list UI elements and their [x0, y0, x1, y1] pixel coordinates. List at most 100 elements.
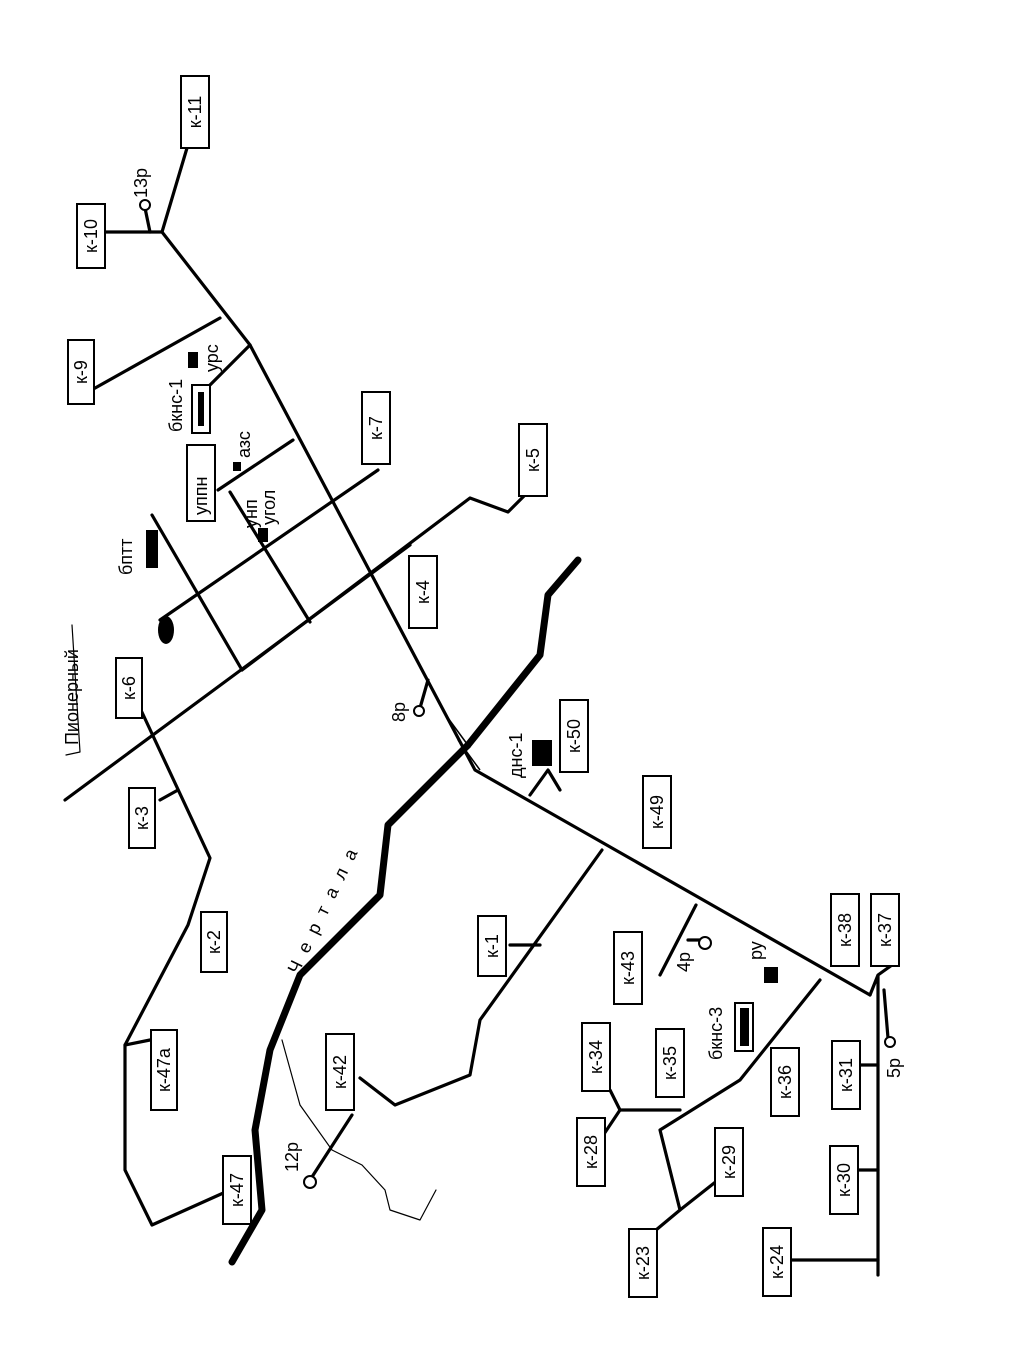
point-13p-label: 13р — [131, 168, 151, 198]
point-12p-marker — [303, 1175, 317, 1189]
pipeline-k42 — [308, 1113, 354, 1182]
svg-text:к-35: к-35 — [660, 1046, 680, 1080]
well-k5: к-5 — [518, 423, 548, 497]
pipeline-dns1 — [528, 768, 562, 797]
well-k10: к-10 — [76, 203, 106, 269]
urs-marker — [188, 352, 198, 368]
azs-label: азс — [234, 431, 254, 458]
point-8p-label: 8р — [389, 702, 409, 722]
point-4p-label: 4р — [674, 952, 694, 972]
well-k43: к-43 — [613, 931, 643, 1005]
svg-text:к-6: к-6 — [119, 676, 139, 700]
pipeline-13p — [143, 206, 152, 234]
pipeline-k1 — [358, 848, 604, 1107]
well-k6: к-6 — [115, 657, 143, 719]
pipeline-uppn — [216, 438, 295, 492]
main-pipeline — [160, 230, 872, 997]
point-5p-marker — [884, 1036, 896, 1048]
svg-text:к-1: к-1 — [482, 934, 502, 958]
road-a — [228, 490, 312, 624]
pipeline-east — [868, 963, 894, 1277]
bkns3-inner — [740, 1008, 749, 1046]
well-k28: к-28 — [576, 1117, 606, 1187]
pipeline-k11 — [160, 146, 189, 234]
pipeline-5p — [882, 988, 890, 1040]
dns1-marker — [532, 740, 552, 766]
stream — [281, 1039, 437, 1221]
well-k47a: к-47а — [150, 1029, 178, 1111]
well-k1: к-1 — [477, 915, 507, 977]
urs-label: урс — [202, 344, 222, 372]
crossing-mark-1 — [447, 717, 471, 749]
ru-marker — [764, 967, 778, 983]
well-k37: к-37 — [870, 893, 900, 967]
uppn-box — [186, 444, 216, 522]
bkns1-inner — [198, 392, 204, 426]
svg-text:к-50: к-50 — [564, 719, 584, 753]
azs-marker — [233, 462, 241, 471]
well-k49: к-49 — [642, 775, 672, 849]
svg-text:к-11: к-11 — [185, 96, 205, 129]
bptt-marker — [146, 530, 158, 568]
pipeline-k3 — [158, 788, 180, 802]
pipeline-k43 — [658, 903, 698, 977]
pipeline-south — [648, 978, 822, 1237]
svg-text:к-36: к-36 — [775, 1065, 795, 1099]
pipeline-k47a — [123, 1038, 152, 1047]
unp-label: унп — [241, 499, 261, 528]
pipeline-urs — [208, 343, 252, 387]
svg-text:к-2: к-2 — [204, 930, 224, 954]
svg-text:к-43: к-43 — [618, 951, 638, 985]
unp-marker — [258, 528, 268, 542]
well-k23: к-23 — [628, 1228, 658, 1298]
dns1-label: днс-1 — [506, 733, 526, 778]
svg-text:к-24: к-24 — [767, 1245, 787, 1279]
svg-text:к-42: к-42 — [330, 1055, 350, 1089]
well-k11: к-11 — [180, 75, 210, 149]
well-k7: к-7 — [361, 391, 391, 465]
pioneer-pointer — [65, 624, 81, 756]
ugol-label: угол — [259, 490, 279, 525]
bkns1-label: бкнс-1 — [166, 379, 186, 432]
svg-text:к-38: к-38 — [835, 913, 855, 947]
point-12p-label: 12р — [282, 1142, 302, 1172]
pipeline-k7 — [158, 468, 380, 622]
well-k50: к-50 — [559, 699, 589, 773]
well-k35: к-35 — [655, 1028, 685, 1098]
well-k36: к-36 — [770, 1047, 800, 1117]
bptt-label: бптт — [116, 538, 136, 575]
svg-text:к-10: к-10 — [81, 219, 101, 253]
pipeline-k9 — [86, 316, 222, 394]
well-k4: к-4 — [408, 555, 438, 629]
bkns3-label: бкнс-3 — [706, 1007, 726, 1060]
svg-text:к-3: к-3 — [132, 806, 152, 830]
point-8p-marker — [413, 705, 425, 717]
settlement-label: Пионерный — [62, 649, 82, 745]
well-k3: к-3 — [128, 787, 156, 849]
svg-text:к-34: к-34 — [586, 1040, 606, 1074]
well-k30: к-30 — [829, 1145, 859, 1215]
well-k29: к-29 — [714, 1127, 744, 1197]
railway — [228, 556, 582, 1266]
svg-text:к-23: к-23 — [633, 1246, 653, 1280]
well-k47: к-47 — [222, 1155, 252, 1225]
point-13p-marker — [139, 199, 151, 211]
river-label: Чертала — [284, 836, 367, 977]
uppn-label: уппн — [191, 477, 211, 515]
well-k42: к-42 — [325, 1033, 355, 1111]
road-pioneer — [63, 543, 412, 802]
well-k31: к-31 — [831, 1040, 861, 1110]
svg-text:к-47а: к-47а — [154, 1047, 174, 1092]
well-k24: к-24 — [762, 1227, 792, 1297]
well-k34: к-34 — [581, 1022, 611, 1092]
point-4p-marker — [698, 936, 712, 950]
svg-text:к-31: к-31 — [836, 1058, 856, 1092]
svg-text:к-29: к-29 — [719, 1145, 739, 1179]
pipeline-k29 — [678, 1178, 720, 1212]
svg-text:к-47: к-47 — [227, 1173, 247, 1207]
svg-text:к-4: к-4 — [413, 580, 433, 604]
ru-label: ру — [746, 941, 766, 960]
lake — [158, 616, 174, 644]
well-k38: к-38 — [830, 893, 860, 967]
